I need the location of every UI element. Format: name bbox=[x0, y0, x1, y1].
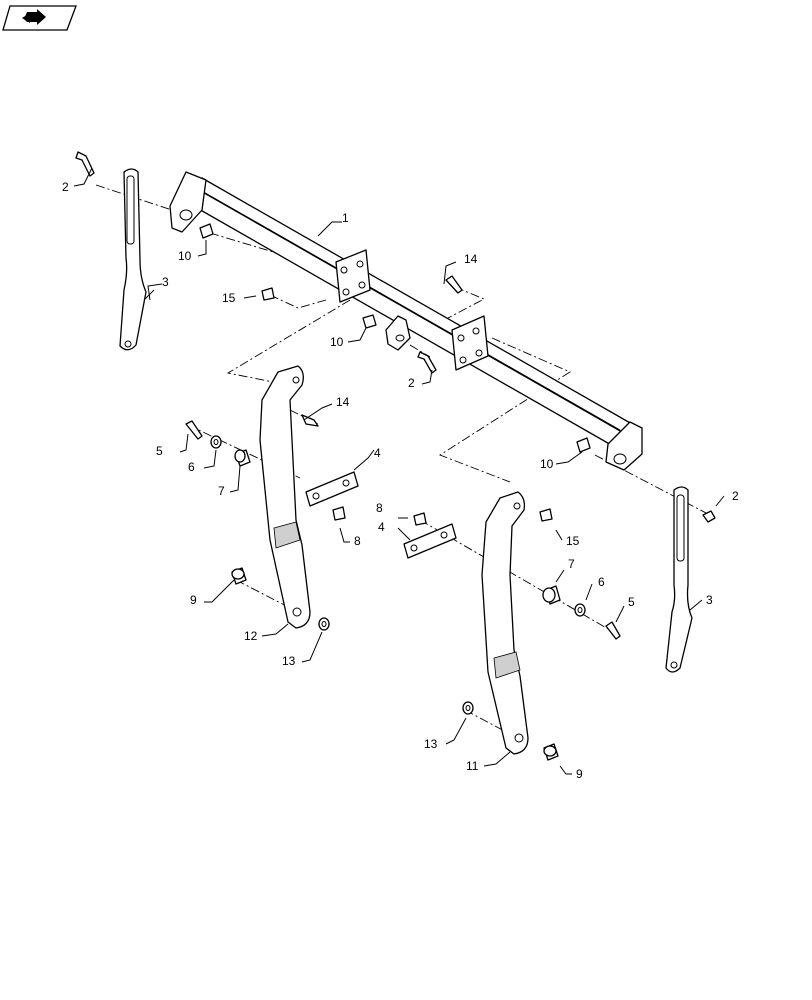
callout-13: 13 bbox=[424, 737, 438, 751]
fasteners bbox=[75, 151, 716, 761]
callout-4: 4 bbox=[374, 446, 381, 460]
callout-9: 9 bbox=[576, 767, 583, 781]
callout-13: 13 bbox=[282, 654, 296, 668]
callout-14: 14 bbox=[336, 395, 350, 409]
plate-right bbox=[403, 523, 457, 559]
slotted-link-right bbox=[665, 486, 693, 673]
callout-10: 10 bbox=[330, 335, 344, 349]
callout-7: 7 bbox=[568, 557, 575, 571]
callout-2: 2 bbox=[408, 376, 415, 390]
callout-5: 5 bbox=[628, 595, 635, 609]
leader-lines bbox=[73, 167, 725, 775]
arm-left bbox=[259, 365, 311, 629]
main-cross-bar bbox=[169, 171, 643, 471]
arm-right bbox=[481, 491, 529, 755]
callout-2: 2 bbox=[62, 180, 69, 194]
callout-15: 15 bbox=[566, 534, 580, 548]
callout-5: 5 bbox=[156, 444, 163, 458]
callout-3: 3 bbox=[706, 593, 713, 607]
next-page-icon[interactable] bbox=[2, 5, 77, 31]
callout-12: 12 bbox=[244, 629, 258, 643]
callout-1: 1 bbox=[342, 211, 349, 225]
callout-14: 14 bbox=[464, 252, 478, 266]
callout-9: 9 bbox=[190, 593, 197, 607]
callout-10: 10 bbox=[178, 249, 192, 263]
plate-left bbox=[305, 471, 359, 507]
callout-15: 15 bbox=[222, 291, 236, 305]
callout-8: 8 bbox=[354, 534, 361, 548]
callout-6: 6 bbox=[188, 460, 195, 474]
callout-10: 10 bbox=[540, 457, 554, 471]
callout-11: 11 bbox=[466, 759, 479, 773]
callout-labels: 1 2 2 2 3 3 4 4 5 5 6 6 7 7 8 8 9 9 10 1… bbox=[62, 180, 739, 781]
callout-7: 7 bbox=[218, 484, 225, 498]
callout-3: 3 bbox=[162, 275, 169, 289]
callout-4: 4 bbox=[378, 520, 385, 534]
callout-6: 6 bbox=[598, 575, 605, 589]
callout-2: 2 bbox=[732, 489, 739, 503]
callout-8: 8 bbox=[376, 501, 383, 515]
slotted-link-left bbox=[119, 168, 147, 351]
